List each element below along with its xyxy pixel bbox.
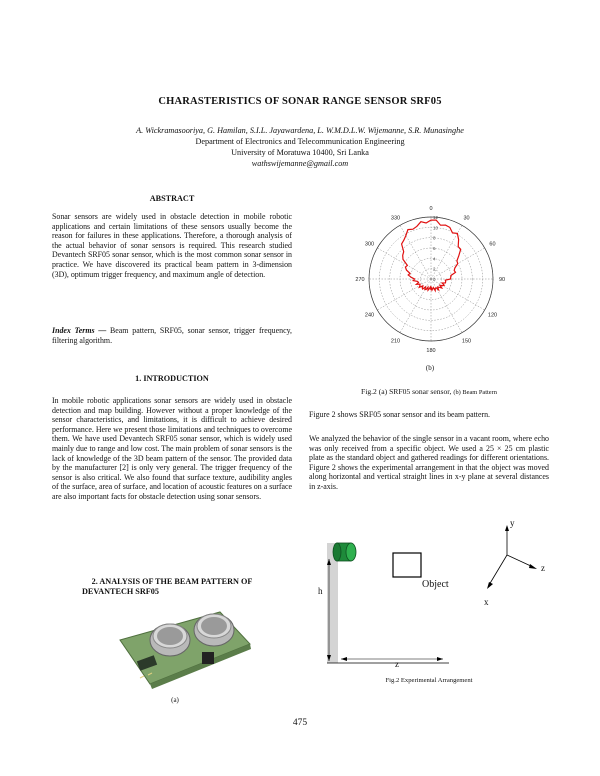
object-label: Object (422, 579, 449, 590)
intro-heading: 1. INTRODUCTION (135, 374, 209, 383)
polar-spoke (377, 247, 432, 280)
sensor-cylinder (332, 542, 357, 562)
department: Department of Electronics and Telecommun… (195, 137, 405, 146)
fig2-caption: Fig.2 (a) SRF05 sonar sensor, (b) Beam P… (309, 387, 549, 396)
axis-z-label: z (541, 563, 545, 573)
polar-sublabel: (b) (425, 364, 435, 372)
polar-radial-label: 10 (433, 225, 439, 230)
polar-spoke (430, 225, 463, 280)
polar-spoke (399, 225, 432, 280)
fig2-caption-main: Fig.2 (a) SRF05 sonar sensor, (361, 387, 454, 396)
sensor-photo-label: (a) (171, 696, 179, 704)
polar-angle-label: 180 (426, 348, 435, 354)
author-email: wathswijemanne@gmail.com (251, 159, 349, 168)
beam-pattern-polar-plot: 0 30 60 90 120 150 180 210 240 270 300 330 0 2 4 6 8 10 12 (355, 206, 505, 354)
section2-heading-line2: DEVANTECH SRF05 (82, 587, 159, 596)
xyz-axes-icon (487, 525, 537, 589)
university: University of Moratuwa 10400, Sri Lanka (231, 148, 369, 157)
label-h: h (318, 586, 323, 596)
polar-radial-label: 0 (433, 277, 436, 282)
polar-radial-label: 8 (433, 236, 436, 241)
axis-x-label: x (484, 597, 489, 607)
polar-spoke (430, 278, 485, 311)
object-plate (392, 552, 422, 578)
polar-radial-label: 4 (433, 256, 436, 261)
author-list: A. Wickramasooriya, G. Hamilan, S.I.L. J… (136, 126, 464, 135)
polar-ring (389, 237, 473, 321)
index-terms-text: Beam pattern, SRF05, sonar sensor, trigg… (52, 326, 292, 345)
abstract-heading: ABSTRACT (149, 194, 195, 203)
polar-angle-label: 0 (429, 206, 432, 212)
experimental-arrangement-diagram (327, 525, 537, 664)
polar-radial-label: 6 (433, 246, 436, 251)
polar-angle-label: 60 (489, 242, 495, 248)
section2-heading: 2. ANALYSIS OF THE BEAM PATTERN OF DEVAN… (52, 577, 292, 597)
polar-spoke (430, 278, 463, 333)
label-z-distance: z (395, 659, 399, 669)
wall-pillar (327, 543, 338, 663)
polar-outer-ring (368, 216, 494, 342)
polar-angle-label: 30 (463, 216, 469, 222)
srf05-sensor-photo (119, 611, 251, 689)
page-number: 475 (292, 718, 308, 728)
polar-angle-label: 90 (499, 277, 505, 283)
polar-angle-label: 330 (391, 216, 400, 222)
figure2-paragraph: Figure 2 shows SRF05 sonar sensor and it… (309, 410, 491, 419)
polar-angle-label: 120 (488, 313, 497, 319)
paper-title: CHARASTERISTICS OF SONAR RANGE SENSOR SR… (158, 96, 442, 107)
section2-heading-line1: 2. ANALYSIS OF THE BEAM PATTERN OF (91, 577, 253, 586)
beam-pattern-curve (400, 219, 462, 293)
experiment-paragraph: We analyzed the behavior of the single s… (309, 434, 549, 491)
polar-angle-label: 270 (355, 277, 364, 283)
polar-radial-label: 2 (433, 267, 436, 272)
arrangement-caption: Fig.2 Experimental Arrangement (385, 677, 473, 684)
intro-text: In mobile robotic applications sonar sen… (52, 396, 292, 501)
polar-angle-label: 300 (365, 242, 374, 248)
polar-ring (410, 258, 452, 300)
index-terms: Index Terms — Beam pattern, SRF05, sonar… (52, 326, 292, 345)
axis-y-label: y (510, 518, 515, 528)
polar-angle-label: 150 (462, 338, 471, 344)
polar-spoke (399, 278, 432, 333)
abstract-text: Sonar sensors are widely used in obstacl… (52, 212, 292, 279)
polar-spoke (377, 278, 432, 311)
fig2-caption-small: (b) Beam Pattern (453, 389, 497, 396)
polar-radial-label: 12 (433, 215, 439, 220)
polar-angle-label: 240 (365, 313, 374, 319)
polar-angle-label: 210 (391, 338, 400, 344)
index-terms-label: Index Terms — (52, 326, 107, 335)
